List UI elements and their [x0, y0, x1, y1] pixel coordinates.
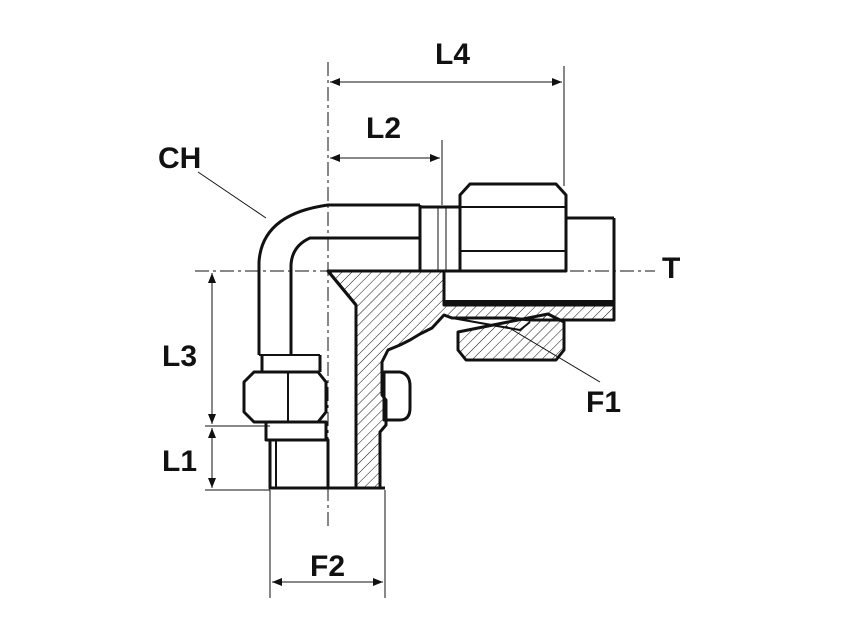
l4-label: L4 — [435, 38, 470, 71]
section-inner-edge — [326, 270, 358, 306]
tube-wall — [444, 300, 614, 306]
cutting-ring-detail — [451, 317, 531, 332]
f1-leader — [505, 325, 601, 383]
ch-leader — [197, 171, 267, 219]
cutting-ring — [456, 312, 566, 362]
l2-label: L2 — [366, 112, 401, 145]
l3-label: L3 — [162, 340, 197, 373]
t-label: T — [662, 252, 680, 285]
l1-label: L1 — [162, 445, 197, 478]
f1-label: F1 — [586, 386, 621, 419]
ch-label: CH — [158, 142, 201, 175]
lower-hex-nut — [242, 355, 328, 424]
section-hatched-body — [326, 269, 616, 490]
f2-label: F2 — [310, 550, 345, 583]
tube-connection — [418, 182, 616, 320]
o-ring-seal — [382, 370, 412, 422]
